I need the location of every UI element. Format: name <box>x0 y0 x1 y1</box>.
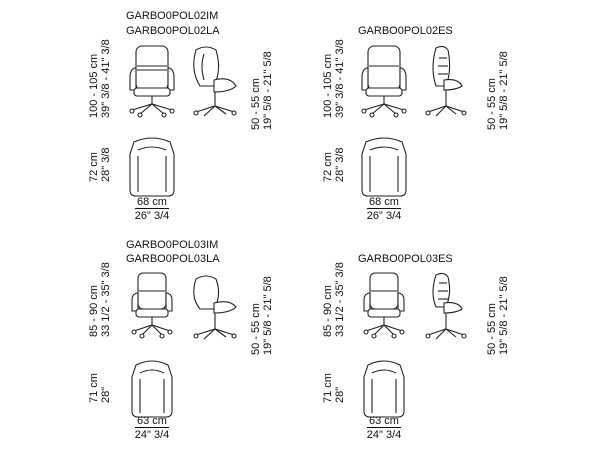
width-cm: 63 cm <box>137 415 167 427</box>
chair-drawings <box>129 45 237 197</box>
panel-garbo0pol02es: GARBO0POL02ES 100 <box>236 0 536 225</box>
model-code-2: GARBO0POL03LA <box>126 253 220 265</box>
seat-height-in: 19" 5/8 - 21" 5/8 <box>498 276 510 355</box>
width-dimension: 63 cm 24" 3/4 <box>112 415 192 441</box>
depth-dimension: 71 cm 28" <box>88 363 112 403</box>
chair-drawings <box>363 272 467 418</box>
seat-height-cm: 50 - 55 cm <box>486 303 498 355</box>
depth-in: 28" 3/8 <box>100 147 112 183</box>
chair-side-view <box>425 272 467 340</box>
width-in: 26" 3/4 <box>134 208 170 222</box>
chair-side-view <box>425 45 467 117</box>
depth-in: 28" <box>334 386 346 403</box>
chair-top-view <box>131 360 173 418</box>
height-dimension: 85 - 90 cm 33 1/2 - 35" 3/8 <box>322 262 346 337</box>
depth-in: 28" <box>100 386 112 403</box>
width-cm: 68 cm <box>137 196 167 208</box>
depth-cm: 72 cm <box>322 152 334 182</box>
panel-garbo0pol02im-la: GARBO0POL02IM GARBO0POL02LA <box>0 0 300 225</box>
model-code-2: GARBO0POL02LA <box>126 25 220 37</box>
seat-height-dimension: 50 - 55 cm 19" 5/8 - 21" 5/8 <box>486 275 510 355</box>
width-in: 24" 3/4 <box>366 427 402 441</box>
height-in: 33 1/2 - 35" 3/8 <box>100 262 112 337</box>
height-in: 33 1/2 - 35" 3/8 <box>334 262 346 337</box>
chair-drawings <box>131 272 237 418</box>
depth-in: 28" 3/8 <box>334 147 346 183</box>
chair-top-view <box>361 137 407 197</box>
chair-front-view <box>131 272 173 339</box>
seat-height-in: 19" 5/8 - 21" 5/8 <box>498 51 510 130</box>
chair-side-view <box>193 275 237 340</box>
seat-height-cm: 50 - 55 cm <box>486 78 498 130</box>
depth-dimension: 71 cm 28" <box>322 363 346 403</box>
panel-garbo0pol03im-la: GARBO0POL03IM GARBO0POL03LA 8 <box>0 225 300 450</box>
width-in: 26" 3/4 <box>366 208 402 222</box>
chair-front-view <box>129 45 175 118</box>
width-dimension: 63 cm 24" 3/4 <box>344 415 424 441</box>
height-cm: 85 - 90 cm <box>88 285 100 337</box>
depth-dimension: 72 cm 28" 3/8 <box>322 136 346 183</box>
width-dimension: 68 cm 26" 3/4 <box>344 196 424 222</box>
model-code-1: GARBO0POL02ES <box>358 25 453 37</box>
panel-garbo0pol03es: GARBO0POL03ES 85 <box>236 225 536 450</box>
chair-top-view <box>129 137 175 197</box>
height-in: 39" 3/8 - 41" 3/8 <box>100 39 112 118</box>
height-in: 39" 3/8 - 41" 3/8 <box>334 39 346 118</box>
height-dimension: 85 - 90 cm 33 1/2 - 35" 3/8 <box>88 262 112 337</box>
chair-drawings <box>361 45 467 197</box>
model-code-1: GARBO0POL02IM <box>126 10 219 22</box>
width-cm: 68 cm <box>369 196 399 208</box>
model-code-1: GARBO0POL03ES <box>358 253 453 265</box>
chair-front-view <box>363 272 405 339</box>
height-dimension: 100 - 105 cm 39" 3/8 - 41" 3/8 <box>322 39 346 118</box>
depth-dimension: 72 cm 28" 3/8 <box>88 136 112 183</box>
height-cm: 100 - 105 cm <box>322 53 334 118</box>
depth-cm: 71 cm <box>322 373 334 403</box>
chair-top-view <box>363 360 405 418</box>
width-dimension: 68 cm 26" 3/4 <box>112 196 192 222</box>
depth-cm: 71 cm <box>88 373 100 403</box>
depth-cm: 72 cm <box>88 152 100 182</box>
chair-front-view <box>361 45 407 118</box>
height-cm: 100 - 105 cm <box>88 53 100 118</box>
chair-side-view <box>193 46 237 117</box>
width-in: 24" 3/4 <box>134 427 170 441</box>
model-code-1: GARBO0POL03IM <box>126 239 219 251</box>
width-cm: 63 cm <box>369 415 399 427</box>
height-dimension: 100 - 105 cm 39" 3/8 - 41" 3/8 <box>88 39 112 118</box>
height-cm: 85 - 90 cm <box>322 285 334 337</box>
seat-height-dimension: 50 - 55 cm 19" 5/8 - 21" 5/8 <box>486 50 510 130</box>
